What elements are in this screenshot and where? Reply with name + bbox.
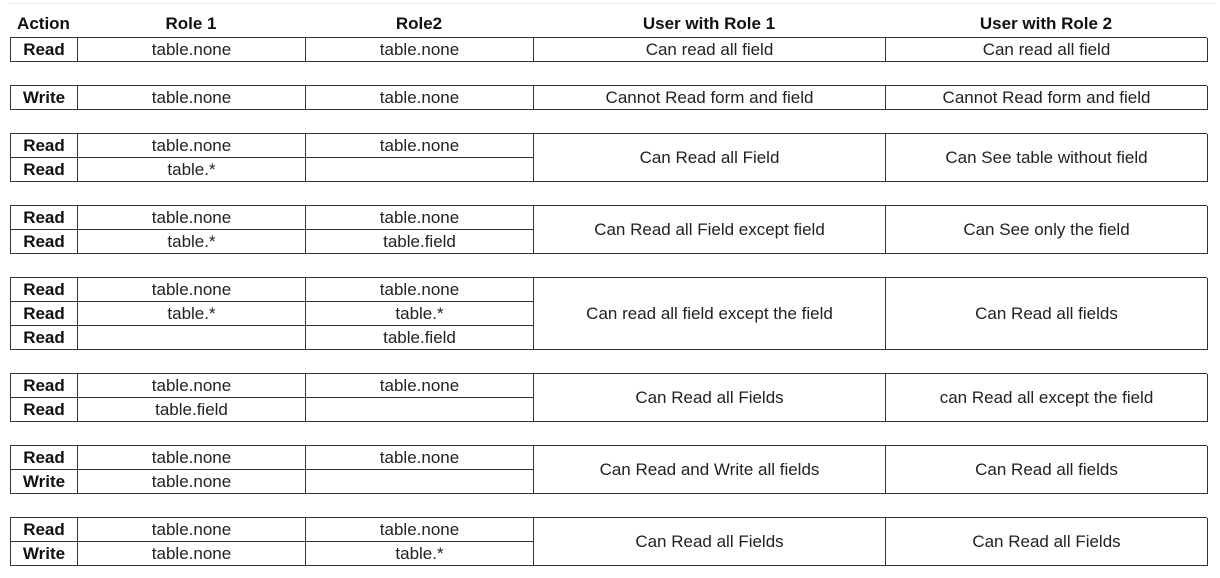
action-cell: Read — [11, 158, 78, 182]
role2-cell — [306, 470, 534, 494]
action-cell: Write — [11, 86, 78, 110]
user-role-1-result: Can read all field — [534, 38, 886, 62]
action-cell: Read — [11, 446, 78, 470]
role2-cell — [306, 398, 534, 422]
role1-cell: table.none — [78, 38, 306, 62]
role2-cell: table.none — [306, 446, 534, 470]
role2-cell — [306, 158, 534, 182]
role1-cell: table.none — [78, 518, 306, 542]
role1-cell: table.none — [78, 470, 306, 494]
role1-cell: table.none — [78, 374, 306, 398]
action-cell: Read — [11, 278, 78, 302]
action-cell: Read — [11, 398, 78, 422]
user-role-2-result: Cannot Read form and field — [886, 86, 1208, 110]
user-role-1-result: Can Read all Field — [534, 134, 886, 182]
header-user-role-1: User with Role 1 — [642, 14, 776, 33]
action-cell: Read — [11, 134, 78, 158]
role2-cell: table.none — [306, 374, 534, 398]
role1-cell: table.none — [78, 446, 306, 470]
role2-cell: table.* — [306, 542, 534, 566]
role2-cell: table.none — [306, 134, 534, 158]
header-action: Action — [17, 14, 70, 33]
action-cell: Read — [11, 38, 78, 62]
user-role-2-result: Can Read all Fields — [886, 518, 1208, 566]
header-user-role-2: User with Role 2 — [979, 14, 1113, 33]
role2-cell: table.none — [306, 206, 534, 230]
role1-cell: table.* — [78, 302, 306, 326]
action-cell: Read — [11, 302, 78, 326]
role1-cell: table.* — [78, 230, 306, 254]
user-role-2-result: Can Read all fields — [886, 278, 1208, 350]
role2-cell: table.none — [306, 38, 534, 62]
top-divider — [8, 3, 1216, 4]
role2-cell: table.none — [306, 278, 534, 302]
role1-cell: table.none — [78, 134, 306, 158]
user-role-2-result: Can read all field — [886, 38, 1208, 62]
user-role-1-result: Cannot Read form and field — [534, 86, 886, 110]
action-cell: Write — [11, 470, 78, 494]
header-role-2: Role2 — [395, 14, 443, 33]
role2-cell: table.field — [306, 230, 534, 254]
role1-cell: table.* — [78, 158, 306, 182]
role2-cell: table.* — [306, 302, 534, 326]
role2-cell: table.field — [306, 326, 534, 350]
user-role-2-result: Can See table without field — [886, 134, 1208, 182]
action-cell: Read — [11, 230, 78, 254]
action-cell: Read — [11, 518, 78, 542]
role1-cell: table.none — [78, 206, 306, 230]
user-role-1-result: Can Read and Write all fields — [534, 446, 886, 494]
action-cell: Read — [11, 374, 78, 398]
action-cell: Read — [11, 326, 78, 350]
user-role-2-result: Can See only the field — [886, 206, 1208, 254]
action-cell: Write — [11, 542, 78, 566]
user-role-1-result: Can read all field except the field — [534, 278, 886, 350]
role1-cell: table.none — [78, 86, 306, 110]
role2-cell: table.none — [306, 518, 534, 542]
user-role-1-result: Can Read all Fields — [534, 374, 886, 422]
user-role-2-result: can Read all except the field — [886, 374, 1208, 422]
role1-cell: table.none — [78, 542, 306, 566]
role1-cell: table.none — [78, 278, 306, 302]
user-role-1-result: Can Read all Field except field — [534, 206, 886, 254]
role1-cell — [78, 326, 306, 350]
user-role-2-result: Can Read all fields — [886, 446, 1208, 494]
user-role-1-result: Can Read all Fields — [534, 518, 886, 566]
action-cell: Read — [11, 206, 78, 230]
role2-cell: table.none — [306, 86, 534, 110]
role1-cell: table.field — [78, 398, 306, 422]
header-role-1: Role 1 — [165, 14, 217, 33]
